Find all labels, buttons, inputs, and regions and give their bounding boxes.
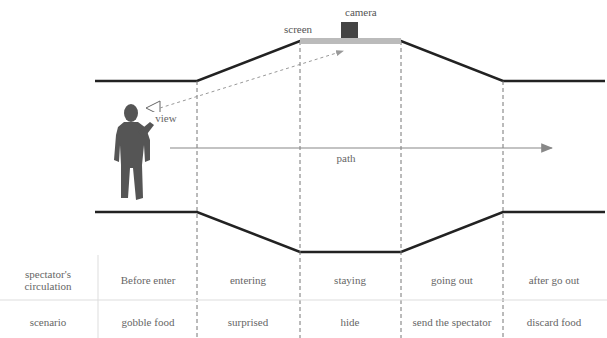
view-label: view <box>153 112 178 124</box>
table-rule <box>98 255 99 338</box>
path-arrow <box>170 147 552 148</box>
table-cell: gobble food <box>102 316 194 328</box>
table-rule <box>0 300 607 301</box>
corridor-wall <box>95 41 605 81</box>
camera-box: camera <box>341 22 358 38</box>
table-cell: entering <box>202 274 294 286</box>
row-header: scenario <box>2 316 94 328</box>
table-cell: discard food <box>514 316 594 328</box>
table-cell: after go out <box>508 274 600 286</box>
table-cell: Before enter <box>102 274 194 286</box>
table-cell: going out <box>406 274 498 286</box>
part-name: camera <box>345 6 377 18</box>
table-cell: staying <box>304 274 396 286</box>
table-cell: hide <box>304 316 396 328</box>
row-header: spectator's circulation <box>2 268 94 292</box>
path-label: path <box>326 152 366 164</box>
section-line <box>197 41 503 338</box>
corridor-wall <box>95 212 605 252</box>
table-cell: send the spectator <box>412 316 492 328</box>
table-cell: surprised <box>202 316 294 328</box>
screen-bar: screen <box>300 38 401 44</box>
view-line <box>160 51 343 108</box>
person-figure <box>114 104 154 200</box>
part-name: screen <box>284 23 312 35</box>
